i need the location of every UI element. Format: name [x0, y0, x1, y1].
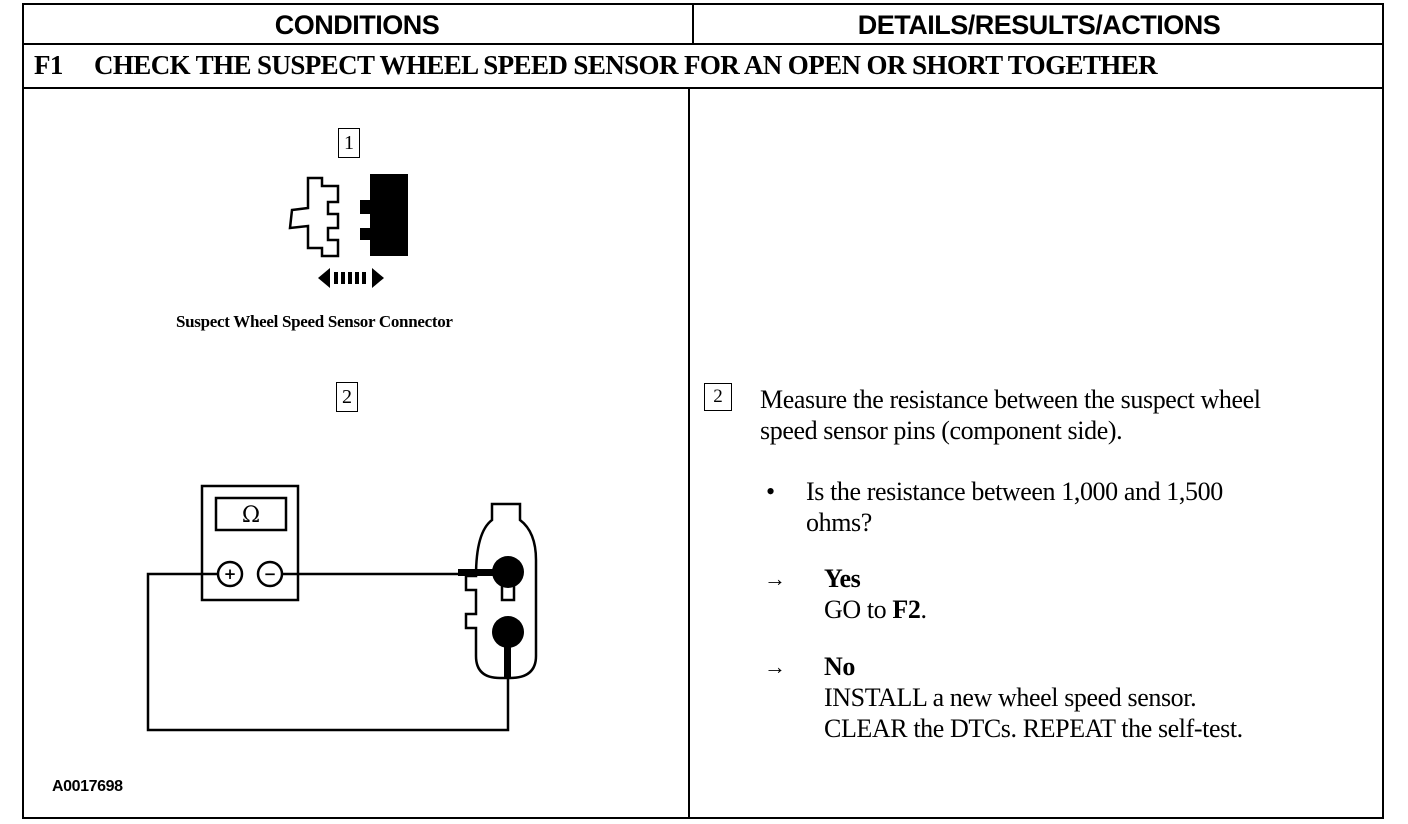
step-marker-1: 1 [338, 128, 360, 158]
divider [688, 87, 690, 819]
yes-label: Yes [824, 564, 861, 593]
yes-action-text: GO to [824, 595, 893, 624]
ohmmeter-circuit-diagram [146, 484, 538, 732]
no-action-line: INSTALL a new wheel speed sensor. [824, 683, 1197, 712]
header-details: DETAILS/RESULTS/ACTIONS [857, 10, 1221, 40]
ohmmeter-display [214, 496, 288, 532]
step-id: F1 [34, 50, 63, 80]
sensor-pin-lower [492, 616, 524, 648]
connector-half-right [360, 174, 408, 256]
header-conditions: CONDITIONS [274, 10, 440, 40]
figure-caption: Suspect Wheel Speed Sensor Connector [176, 312, 453, 331]
double-arrow-icon [318, 268, 384, 288]
plus-label: + [223, 565, 237, 583]
ohm-symbol: Ω [241, 503, 261, 528]
minus-label: − [263, 565, 277, 583]
ohmmeter-body [200, 484, 300, 602]
instruction-line: Measure the resistance between the suspe… [760, 385, 1261, 414]
yes-action: GO to F2. [824, 594, 927, 625]
instruction-text: Measure the resistance between the suspe… [760, 384, 1261, 446]
question-text: Is the resistance between 1,000 and 1,50… [806, 476, 1223, 538]
no-result: No INSTALL a new wheel speed sensor. CLE… [824, 651, 1243, 744]
sensor-pin-upper [492, 556, 524, 588]
yes-action-punct: . [920, 595, 927, 624]
arrow-icon: → [764, 566, 786, 591]
divider [692, 3, 694, 45]
yes-result: Yes GO to F2. [824, 563, 927, 625]
instruction-line: speed sensor pins (component side). [760, 416, 1123, 445]
question-line: Is the resistance between 1,000 and 1,50… [806, 477, 1223, 506]
step-title-row: F1 CHECK THE SUSPECT WHEEL SPEED SENSOR F… [34, 50, 1158, 81]
test-lead-plus [146, 572, 510, 732]
connector-half-left [288, 176, 340, 258]
yes-action-target: F2 [892, 595, 921, 624]
procedure-table [22, 3, 1384, 819]
probe-minus [504, 642, 511, 678]
sensor-body [464, 502, 538, 680]
divider [22, 87, 1384, 89]
bullet: • [766, 477, 775, 506]
step-marker-2-left: 2 [336, 382, 358, 412]
divider [22, 43, 1384, 45]
question-line: ohms? [806, 508, 872, 537]
probe-plus [458, 569, 498, 576]
step-marker-2-right: 2 [704, 383, 732, 411]
arrow-icon: → [764, 654, 786, 679]
connector-disconnect-illustration [288, 174, 408, 288]
no-action-line: CLEAR the DTCs. REPEAT the self-test. [824, 714, 1243, 743]
no-label: No [824, 652, 855, 681]
figure-id: A0017698 [52, 778, 123, 795]
step-title: CHECK THE SUSPECT WHEEL SPEED SENSOR FOR… [94, 50, 1158, 80]
